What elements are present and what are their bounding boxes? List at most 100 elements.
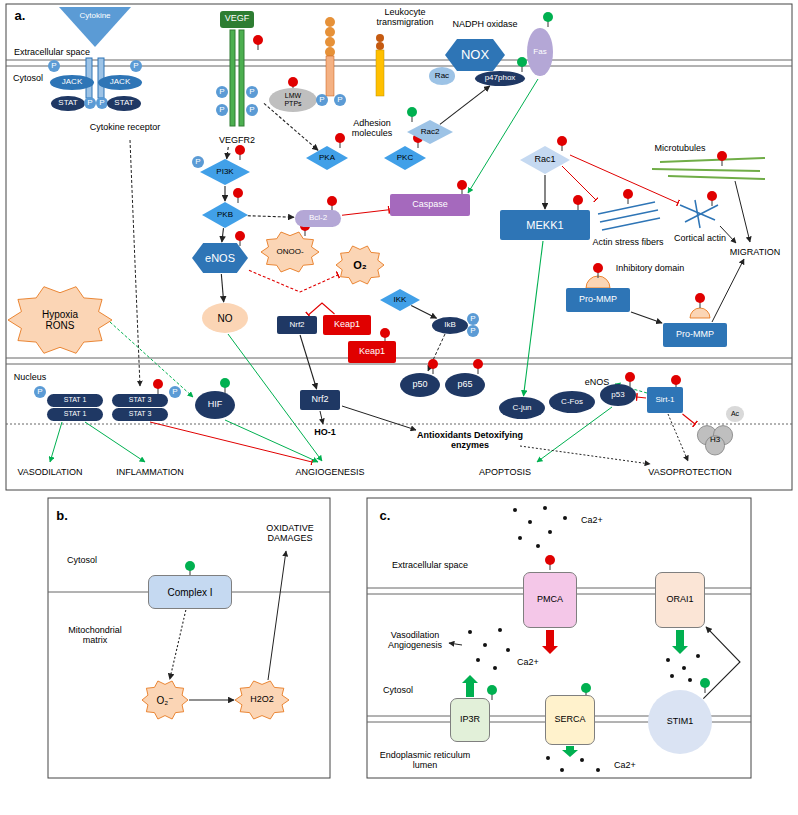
node-text: P [172, 388, 177, 397]
annotation-label: a. [15, 9, 26, 24]
node-text: Hypoxia RONS [30, 309, 90, 331]
pathway-connector [440, 86, 490, 125]
node-text: Rac [435, 72, 449, 81]
protein-box: MEKK1 [500, 210, 590, 240]
annotation-label: Nucleus [14, 372, 47, 382]
node-text: Cytokine [79, 12, 110, 21]
phospho-circle: P [48, 60, 60, 72]
node-text: MEKK1 [526, 219, 563, 231]
pathway-connector [342, 210, 389, 215]
protein-box: IP3R [450, 698, 490, 742]
node-text: SERCA [554, 715, 585, 725]
node-text: C-jun [512, 404, 531, 413]
annotation-label: Microtubules [654, 143, 705, 153]
node-text: p53 [611, 391, 624, 400]
pathway-connector [631, 312, 662, 323]
pathway-connector [308, 303, 334, 315]
protein-box: ORAI1 [655, 572, 705, 628]
radical-star: ONOO- [261, 231, 319, 273]
protein-pill: STAT 1 [47, 408, 103, 421]
protein-box: Pro-MMP [566, 288, 630, 312]
protein-ellipse: Ac [726, 406, 745, 422]
protein-ellipse: STAT [51, 96, 84, 111]
node-text: Pro-MMP [579, 295, 617, 305]
annotation-label: Cortical actin [674, 233, 726, 243]
phospho-circle: P [467, 313, 479, 325]
annotation-label: Mitochondrial matrix [60, 625, 130, 646]
radical-star: O₂⁻ [142, 680, 188, 720]
annotation-label: Extracellular space [392, 560, 468, 570]
node-text: Nrf2 [311, 395, 328, 405]
annotation-label: Cytokine receptor [90, 122, 161, 132]
protein-ellipse: C-jun [499, 397, 545, 419]
protein-ellipse: NO [202, 303, 248, 333]
protein-box: Keap1 [323, 315, 371, 335]
actin-fibers [598, 200, 718, 230]
node-text: Sirt-1 [655, 396, 674, 405]
protein-ellipse: p47phox [475, 71, 525, 86]
node-text: Caspase [412, 200, 448, 210]
kinase-diamond: Rac1 [520, 146, 570, 174]
node-text: PKB [217, 211, 233, 220]
node-text: Ac [731, 410, 739, 418]
kinase-diamond: PI3K [200, 159, 250, 185]
annotation-label: INFLAMMATION [116, 467, 183, 477]
pathway-connector [637, 396, 646, 398]
annotation-label: Ca2+ [581, 515, 603, 525]
ligand-triangle: Cytokine [59, 7, 131, 47]
node-text: P [51, 62, 56, 71]
phospho-circle: P [192, 156, 204, 168]
pathway-arrows [50, 79, 750, 680]
node-text: ORAI1 [666, 595, 693, 605]
pathway-connector [170, 610, 186, 679]
node-text: P [249, 106, 254, 115]
protein-ellipse: Fas [527, 28, 552, 76]
node-text: O₂ [353, 259, 366, 271]
annotation-label: Antioxidants Detoxifying enzymes [415, 430, 525, 451]
node-text: C-Fos [561, 398, 583, 407]
phospho-circle: P [96, 97, 108, 109]
node-text: O₂⁻ [157, 695, 174, 706]
annotation-label: b. [56, 509, 68, 524]
node-text: H3 [710, 436, 720, 445]
protein-ellipse: STAT [107, 96, 140, 111]
node-text: IkB [444, 321, 456, 330]
pathway-connector [683, 414, 696, 424]
protein-ellipse: LMW PTPs [269, 88, 317, 112]
node-text: P [99, 99, 104, 108]
node-text: PKA [319, 154, 335, 163]
protein-pill: STAT 3 [112, 408, 168, 421]
pathway-connector [189, 699, 234, 700]
protein-pill: STAT 1 [47, 394, 103, 407]
node-text: P [37, 388, 42, 397]
annotation-label: Adhesion molecules [347, 118, 397, 139]
protein-box: SERCA [545, 695, 595, 745]
pathway-connector [411, 306, 436, 319]
annotation-label: Ca2+ [517, 657, 539, 667]
radical-star: Hypoxia RONS [8, 285, 112, 355]
pathway-connector [248, 216, 294, 217]
phospho-circle: P [34, 386, 46, 398]
protein-ellipse: p50 [400, 373, 440, 397]
phospho-circle: P [246, 104, 258, 116]
phospho-circle: P [334, 94, 346, 106]
node-text: Rac1 [534, 155, 555, 165]
microtubules [652, 158, 765, 179]
node-text: P [219, 106, 224, 115]
pathway-connector [544, 175, 545, 209]
node-text: STAT 1 [64, 396, 87, 404]
radical-star: O₂ [336, 245, 384, 285]
node-text: PKC [397, 154, 413, 163]
node-text: PMCA [537, 595, 563, 605]
protein-ellipse: JACK [50, 75, 94, 90]
annotation-label: Extracellular space [14, 47, 90, 57]
phospho-circle: P [216, 104, 228, 116]
node-text: P [87, 99, 92, 108]
pathway-connector [227, 147, 229, 159]
annotation-label: OXIDATIVE DAMAGES [255, 523, 325, 544]
pathway-connector [524, 241, 543, 396]
node-text: LMW PTPs [278, 92, 308, 107]
phospho-circle: P [130, 60, 142, 72]
enzyme-hexagon: eNOS [192, 243, 248, 273]
